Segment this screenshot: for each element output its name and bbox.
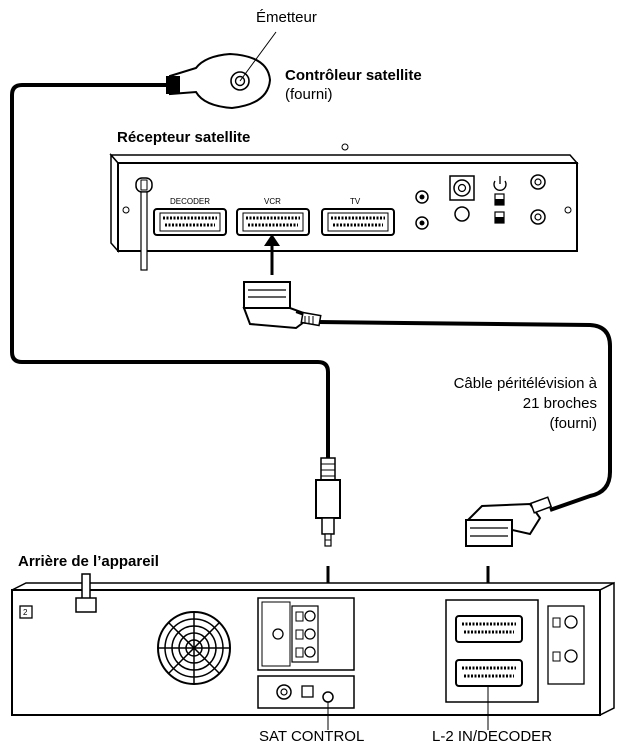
scart-vcr-label: VCR xyxy=(264,197,281,206)
sat-control-label: SAT CONTROL xyxy=(259,728,365,745)
scart-l2-socket xyxy=(455,659,523,687)
cable-label-line1: Câble péritélévision à xyxy=(453,375,597,392)
controller-cable xyxy=(10,76,330,458)
l2-decoder-label: L-2 IN/DECODER xyxy=(432,728,553,745)
fan-grille xyxy=(157,611,231,685)
scart-cable xyxy=(317,320,612,512)
cable-label-line3: (fourni) xyxy=(549,415,597,432)
rear-title: Arrière de l’appareil xyxy=(18,553,159,570)
receiver-title: Récepteur satellite xyxy=(117,129,251,146)
recorder-rear-panel xyxy=(11,573,615,717)
satellite-controller xyxy=(166,31,277,110)
emitter-label: Émetteur xyxy=(256,9,317,26)
recorder-rca-jacks xyxy=(272,610,316,658)
sat-control-jack xyxy=(322,691,334,703)
satellite-receiver xyxy=(109,143,579,271)
scart-l1-socket xyxy=(455,615,523,643)
controller-title: Contrôleur satellite xyxy=(285,67,422,84)
scart-tv-label: TV xyxy=(350,197,361,206)
cable-label-line2: 21 broches xyxy=(522,395,597,412)
receiver-rca-jacks xyxy=(415,174,546,230)
panel-badge: 2 xyxy=(23,608,28,617)
scart-decoder-label: DECODER xyxy=(170,197,211,206)
mini-jack-plug xyxy=(315,457,341,547)
scart-tv-socket xyxy=(321,208,395,236)
scart-plug-receiver xyxy=(242,281,322,330)
scart-decoder-socket xyxy=(153,208,227,236)
controller-note: (fourni) xyxy=(285,86,333,103)
scart-vcr-socket xyxy=(236,208,310,236)
scart-plug-recorder xyxy=(465,496,553,547)
